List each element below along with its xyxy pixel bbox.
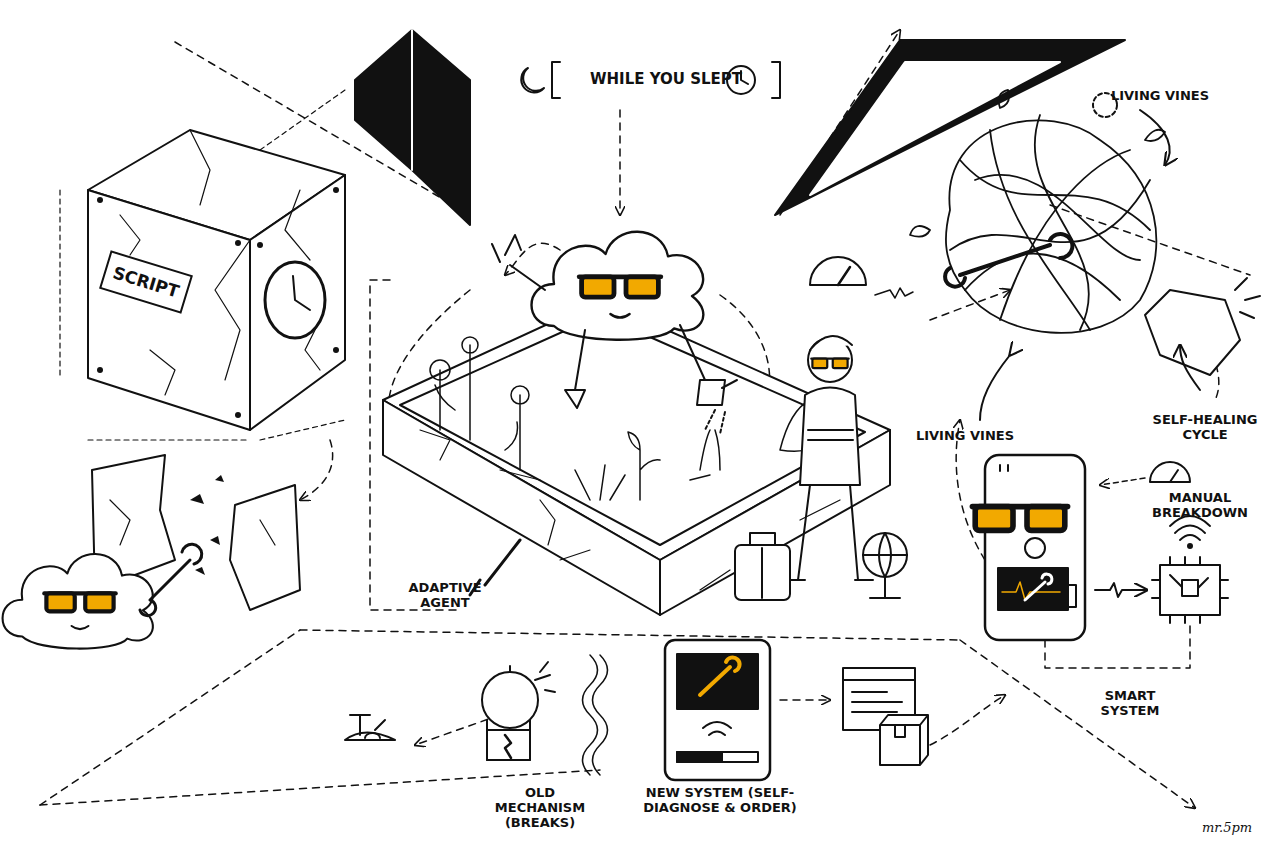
caption-label: LIVING VINES xyxy=(915,428,1015,443)
caption-label: NEW SYSTEM (SELF-DIAGNOSE & ORDER) xyxy=(640,785,800,815)
caption-label: OLD MECHANISM (BREAKS) xyxy=(480,785,600,830)
caption-label: SMART SYSTEM xyxy=(1075,688,1185,718)
caption-label: LIVING VINES xyxy=(1110,88,1210,103)
signature: mr.5pm xyxy=(1195,820,1259,835)
caption-label: SELF-HEALING CYCLE xyxy=(1140,412,1264,442)
diagram-title: WHILE YOU SLEPT xyxy=(566,70,766,88)
caption-label: MANUAL BREAKDOWN xyxy=(1140,490,1260,520)
caption-label: ADAPTIVE AGENT xyxy=(395,580,495,610)
